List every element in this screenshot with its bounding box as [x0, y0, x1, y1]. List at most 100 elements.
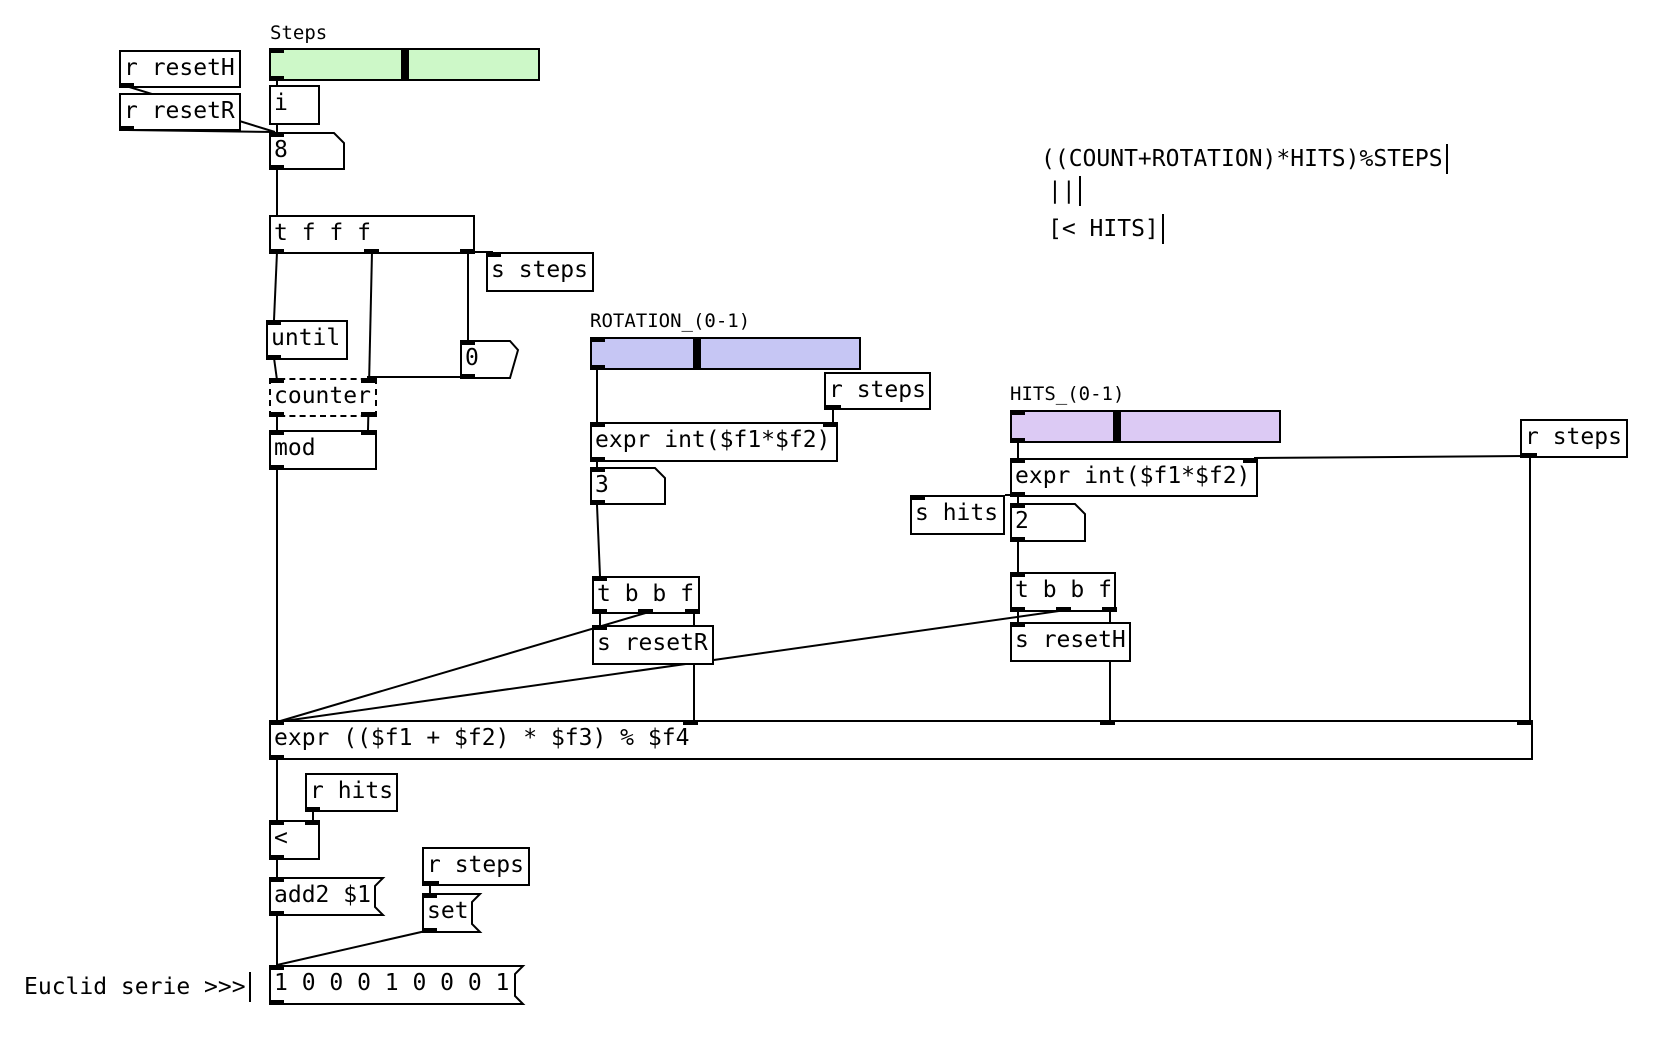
outlet[interactable]	[361, 412, 376, 417]
trigger-bbf-rotation-object[interactable]: t b b f	[592, 576, 700, 614]
inlet[interactable]	[1010, 572, 1025, 577]
outlet[interactable]	[1102, 607, 1117, 612]
trigger-bbf-hits-object[interactable]: t b b f	[1010, 572, 1116, 612]
inlet[interactable]	[1010, 458, 1025, 463]
steps-number-box[interactable]: 8	[269, 132, 345, 170]
outlet[interactable]	[685, 609, 700, 614]
inlet[interactable]	[1010, 410, 1025, 415]
inlet[interactable]	[305, 820, 320, 825]
rotation-number-box[interactable]: 3	[590, 467, 666, 505]
outlet[interactable]	[269, 855, 284, 860]
outlet[interactable]	[364, 249, 379, 254]
outlet[interactable]	[269, 165, 284, 170]
outlet[interactable]	[590, 457, 605, 462]
rotation-slider-knob[interactable]	[693, 339, 701, 368]
inlet[interactable]	[592, 625, 607, 630]
formula-comment[interactable]: ((COUNT+ROTATION)*HITS)%STEPS	[1041, 144, 1448, 174]
inlet[interactable]	[1010, 622, 1025, 627]
send-resetR-object[interactable]: s resetR	[592, 625, 714, 665]
comment-handle[interactable]	[1078, 176, 1081, 206]
expr-rotation-object[interactable]: expr int($f1*$f2)	[590, 422, 838, 462]
outlet[interactable]	[269, 911, 284, 916]
outlet[interactable]	[269, 1000, 284, 1005]
set-message-box[interactable]: set	[422, 893, 483, 933]
outlet[interactable]	[1010, 492, 1025, 497]
outlet[interactable]	[119, 83, 134, 88]
outlet[interactable]	[590, 365, 605, 370]
inlet[interactable]	[1100, 720, 1115, 725]
pipes-comment[interactable]: ||	[1048, 176, 1081, 206]
inlet[interactable]	[269, 720, 284, 725]
receive-hits-object[interactable]: r hits	[305, 773, 398, 812]
receive-resetH-object[interactable]: r resetH	[119, 50, 241, 88]
send-hits-object[interactable]: s hits	[910, 495, 1005, 535]
outlet[interactable]	[305, 807, 320, 812]
outlet[interactable]	[592, 609, 607, 614]
inlet[interactable]	[592, 576, 607, 581]
inlet[interactable]	[269, 820, 284, 825]
int-object[interactable]: i	[269, 85, 320, 125]
rotation-slider[interactable]	[590, 337, 861, 370]
steps-slider[interactable]	[269, 48, 540, 81]
comment-handle[interactable]	[1445, 144, 1448, 174]
inlet[interactable]	[683, 720, 698, 725]
receive-resetR-object[interactable]: r resetR	[119, 93, 241, 131]
inlet[interactable]	[590, 422, 605, 427]
less-than-object[interactable]: <	[269, 820, 320, 860]
inlet[interactable]	[361, 430, 376, 435]
add2-message-box[interactable]: add2 $1	[269, 877, 386, 916]
expr-hits-object[interactable]: expr int($f1*$f2)	[1010, 458, 1258, 497]
receive-steps-hits-object[interactable]: r steps	[1520, 419, 1628, 458]
inlet[interactable]	[1243, 458, 1258, 463]
outlet[interactable]	[460, 249, 475, 254]
inlet[interactable]	[269, 48, 284, 53]
inlet[interactable]	[590, 337, 605, 342]
inlet[interactable]	[460, 340, 475, 345]
inlet[interactable]	[422, 893, 437, 898]
outlet[interactable]	[1010, 438, 1025, 443]
receive-steps-rotation-object[interactable]: r steps	[824, 372, 931, 410]
comment-handle[interactable]	[1161, 214, 1164, 244]
outlet[interactable]	[1056, 607, 1071, 612]
inlet[interactable]	[1010, 503, 1025, 508]
counter-object[interactable]: counter	[269, 378, 377, 417]
hits-number-box[interactable]: 2	[1010, 503, 1086, 542]
outlet[interactable]	[422, 928, 437, 933]
inlet[interactable]	[486, 252, 501, 257]
zero-number-box[interactable]: 0	[460, 340, 520, 379]
outlet[interactable]	[424, 881, 439, 886]
outlet[interactable]	[1010, 607, 1025, 612]
outlet[interactable]	[119, 126, 134, 131]
outlet[interactable]	[590, 500, 605, 505]
outlet[interactable]	[269, 76, 284, 81]
lt-hits-comment[interactable]: [< HITS]	[1048, 214, 1164, 244]
receive-steps-set-object[interactable]: r steps	[422, 847, 530, 886]
outlet[interactable]	[1522, 453, 1537, 458]
outlet[interactable]	[826, 405, 841, 410]
until-object[interactable]: until	[266, 320, 348, 360]
outlet[interactable]	[269, 412, 284, 417]
inlet[interactable]	[823, 422, 838, 427]
send-steps-object[interactable]: s steps	[486, 252, 594, 292]
inlet[interactable]	[266, 320, 281, 325]
inlet[interactable]	[910, 495, 925, 500]
inlet[interactable]	[269, 132, 284, 137]
mod-object[interactable]: mod	[269, 430, 377, 470]
euclid-serie-message-box[interactable]: 1 0 0 0 1 0 0 0 1	[269, 965, 526, 1005]
outlet[interactable]	[638, 609, 653, 614]
inlet[interactable]	[590, 467, 605, 472]
outlet[interactable]	[269, 249, 284, 254]
outlet[interactable]	[460, 374, 475, 379]
outlet[interactable]	[269, 465, 284, 470]
inlet[interactable]	[269, 378, 284, 383]
inlet[interactable]	[269, 877, 284, 882]
inlet[interactable]	[269, 965, 284, 970]
outlet[interactable]	[269, 755, 284, 760]
hits-slider[interactable]	[1010, 410, 1281, 443]
send-resetH-object[interactable]: s resetH	[1010, 622, 1131, 662]
expr-euclid-object[interactable]: expr (($f1 + $f2) * $f3) % $f4	[269, 720, 1533, 760]
inlet[interactable]	[269, 430, 284, 435]
outlet[interactable]	[266, 355, 281, 360]
outlet[interactable]	[1010, 537, 1025, 542]
